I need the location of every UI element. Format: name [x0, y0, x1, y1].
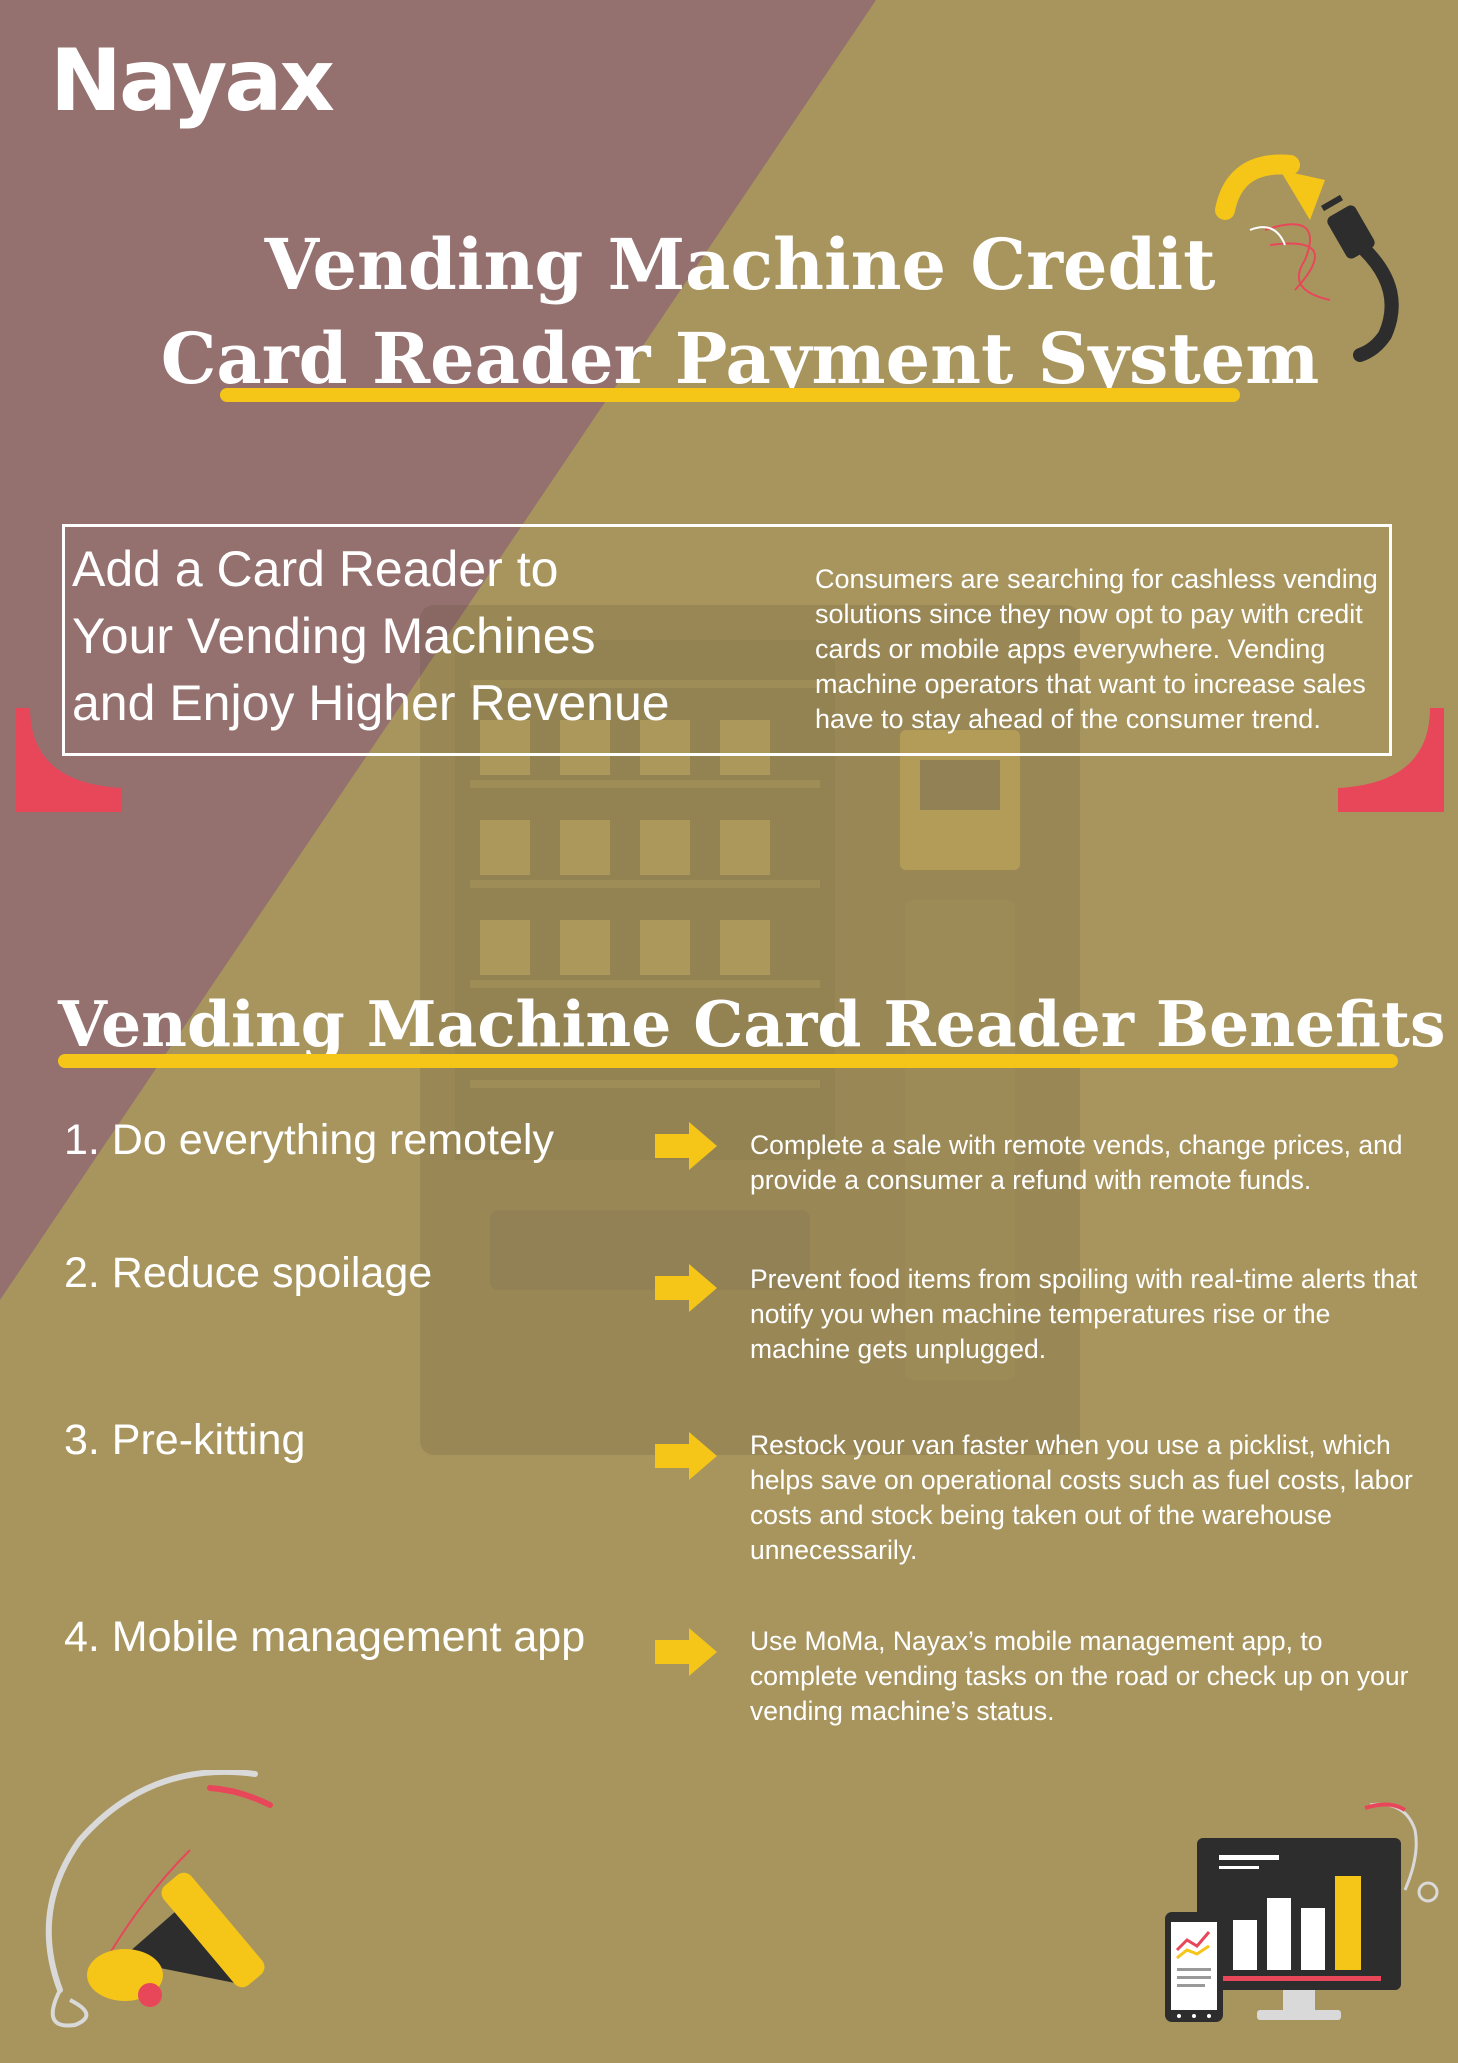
nayax-logo[interactable]: Nayax: [50, 31, 335, 131]
title-line-1: Vending Machine Credit: [264, 223, 1216, 306]
arrow-right-icon: [655, 1432, 717, 1480]
benefits-title-underline: [58, 1054, 1398, 1068]
intro-heading-line-1: Add a Card Reader to: [72, 541, 559, 597]
benefit-description-1: Complete a sale with remote vends, chang…: [750, 1130, 1403, 1195]
benefit-description-4: Use MoMa, Nayax’s mobile management app,…: [750, 1626, 1409, 1726]
vending-machine-illustration: [420, 605, 1080, 1455]
intro-heading-line-3: and Enjoy Higher Revenue: [72, 675, 670, 731]
dashboard-devices-icon: [1165, 1802, 1439, 2022]
right-corner-bracket: [1338, 708, 1444, 812]
left-corner-bracket: [16, 708, 122, 812]
intro-heading: Add a Card Reader to Your Vending Machin…: [72, 536, 752, 737]
page-title: Vending Machine Credit Card Reader Payme…: [150, 218, 1330, 406]
diagonal-panel: [0, 0, 876, 1300]
title-underline: [220, 388, 1240, 402]
arrow-right-icon: [655, 1122, 717, 1170]
arrow-right-icon: [655, 1628, 717, 1676]
plug-icon: [1215, 154, 1399, 362]
benefit-description-2: Prevent food items from spoiling with re…: [750, 1264, 1418, 1364]
benefit-label-4: 4. Mobile management app: [64, 1613, 586, 1661]
intro-text: Consumers are searching for cashless ven…: [815, 564, 1378, 734]
benefit-label-2: 2. Reduce spoilage: [64, 1249, 433, 1297]
benefit-description-3: Restock your van faster when you use a p…: [750, 1430, 1413, 1565]
title-line-2: Card Reader Payment System: [160, 317, 1320, 400]
benefit-label-3: 3. Pre-kitting: [64, 1416, 306, 1464]
benefit-label-1: 1. Do everything remotely: [64, 1116, 554, 1164]
benefits-title: Vending Machine Card Reader Benefits: [58, 987, 1446, 1061]
arrow-right-icon: [655, 1264, 717, 1312]
intro-heading-line-2: Your Vending Machines: [72, 608, 596, 664]
intro-box: [62, 524, 1392, 756]
megaphone-icon: [45, 1770, 273, 2028]
